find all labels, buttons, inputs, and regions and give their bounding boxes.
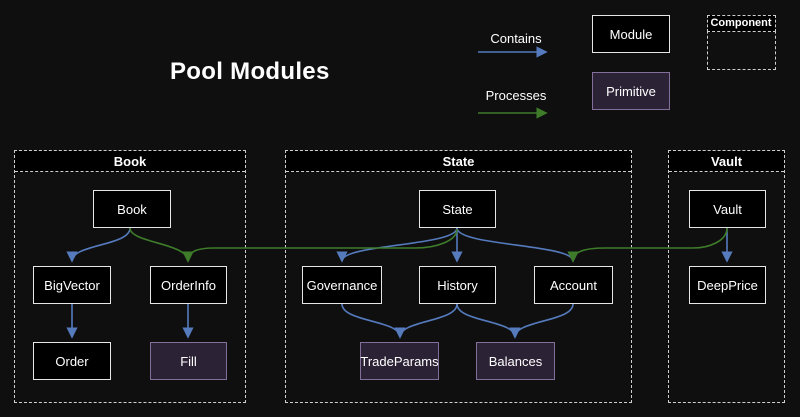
- legend-module-swatch: Module: [592, 15, 670, 53]
- legend-processes-label: Processes: [485, 88, 547, 103]
- node-tradeparams: TradeParams: [360, 342, 439, 380]
- container-book-title: Book: [15, 151, 245, 172]
- node-fill: Fill: [150, 342, 227, 380]
- container-book: Book: [14, 150, 246, 403]
- node-orderinfo: OrderInfo: [150, 266, 227, 304]
- legend-contains-label: Contains: [490, 31, 542, 46]
- node-state: State: [419, 190, 496, 228]
- node-bigvector: BigVector: [33, 266, 111, 304]
- container-vault: Vault: [668, 150, 785, 403]
- node-governance: Governance: [302, 266, 382, 304]
- container-state-title: State: [286, 151, 631, 172]
- node-account: Account: [534, 266, 613, 304]
- legend-primitive-swatch: Primitive: [592, 72, 670, 110]
- node-order: Order: [33, 342, 111, 380]
- page-title: Pool Modules: [170, 58, 330, 85]
- node-balances: Balances: [476, 342, 555, 380]
- container-vault-title: Vault: [669, 151, 784, 172]
- legend-component-swatch: Component: [706, 14, 776, 70]
- node-history: History: [419, 266, 496, 304]
- node-deepprice: DeepPrice: [689, 266, 766, 304]
- legend-component-label: Component: [706, 14, 776, 32]
- node-vault: Vault: [689, 190, 766, 228]
- legend-module-label: Module: [609, 26, 653, 42]
- node-book: Book: [93, 190, 171, 228]
- legend-primitive-label: Primitive: [606, 83, 656, 99]
- container-state: State: [285, 150, 632, 403]
